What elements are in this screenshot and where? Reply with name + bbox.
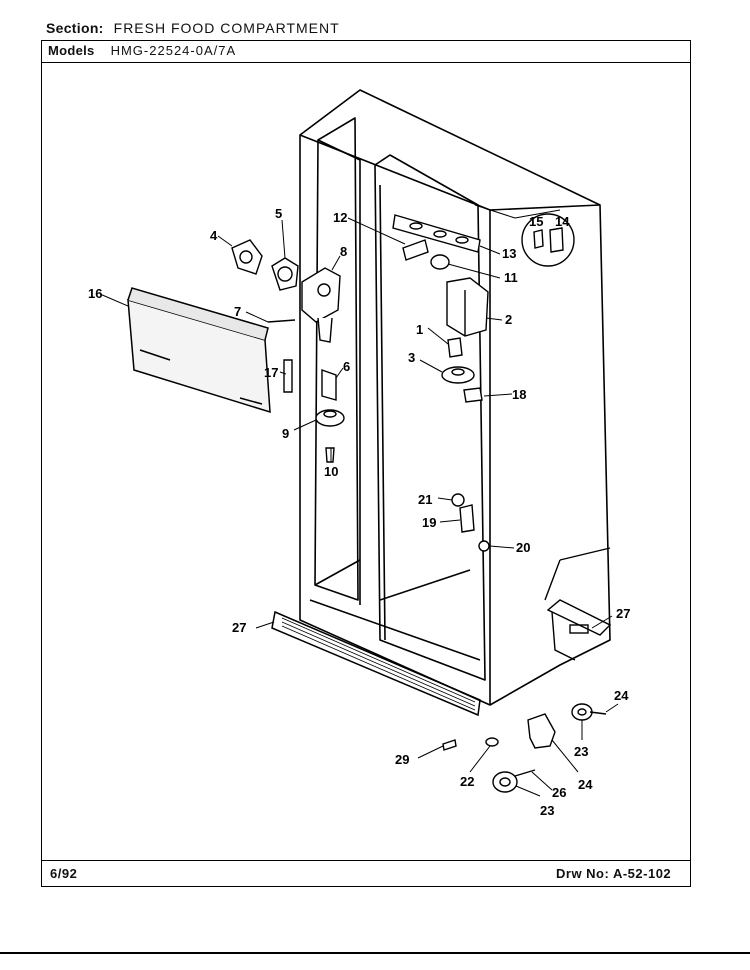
callout-9: 9 bbox=[282, 426, 289, 441]
small-parts bbox=[231, 213, 607, 793]
section-value: FRESH FOOD COMPARTMENT bbox=[113, 20, 340, 36]
callout-25: 24 bbox=[614, 688, 629, 703]
models-heading: Models HMG-22524-0A/7A bbox=[48, 43, 236, 58]
callout-18: 18 bbox=[512, 387, 526, 402]
page-bottom-rule bbox=[0, 952, 750, 954]
callout-8: 8 bbox=[340, 244, 347, 259]
callout-labels: 4 5 8 12 13 15 14 11 2 1 3 18 16 7 17 6 … bbox=[88, 206, 630, 818]
models-label: Models bbox=[48, 43, 95, 58]
callout-26: 26 bbox=[552, 785, 566, 800]
callout-23-upper: 23 bbox=[574, 744, 588, 759]
toe-grille bbox=[271, 610, 481, 717]
callout-13: 13 bbox=[502, 246, 516, 261]
diagram-frame bbox=[41, 40, 691, 887]
callout-2: 2 bbox=[505, 312, 512, 327]
callout-14: 14 bbox=[555, 214, 570, 229]
callout-5: 5 bbox=[275, 206, 282, 221]
callout-3: 3 bbox=[408, 350, 415, 365]
callout-17: 17 bbox=[264, 365, 278, 380]
callout-19: 19 bbox=[422, 515, 436, 530]
callout-16: 16 bbox=[88, 286, 102, 301]
callout-23-lower: 23 bbox=[540, 803, 554, 818]
drawing-number: Drw No: A-52-102 bbox=[556, 866, 672, 881]
section-heading: Section: FRESH FOOD COMPARTMENT bbox=[46, 20, 340, 36]
callout-24: 24 bbox=[578, 777, 593, 792]
callout-10: 10 bbox=[324, 464, 338, 479]
header-divider bbox=[41, 62, 691, 63]
callout-29: 29 bbox=[395, 752, 409, 767]
callout-21: 21 bbox=[418, 492, 432, 507]
callout-12: 12 bbox=[333, 210, 347, 225]
callout-20: 20 bbox=[516, 540, 530, 555]
callout-15: 15 bbox=[529, 214, 543, 229]
left-liner bbox=[314, 117, 359, 601]
callout-22: 22 bbox=[460, 774, 474, 789]
callout-7: 7 bbox=[234, 304, 241, 319]
crisper-cover bbox=[127, 287, 271, 414]
footer-divider bbox=[41, 860, 691, 861]
right-liner bbox=[374, 154, 486, 681]
callout-28: 27 bbox=[232, 620, 246, 635]
callout-1: 1 bbox=[416, 322, 423, 337]
callout-6: 6 bbox=[343, 359, 350, 374]
cabinet-outline bbox=[299, 89, 611, 706]
section-label: Section: bbox=[46, 20, 104, 36]
frame-rail-section bbox=[544, 547, 612, 661]
footer-date: 6/92 bbox=[50, 866, 78, 881]
callout-11: 11 bbox=[504, 270, 518, 285]
callout-27: 27 bbox=[616, 606, 630, 621]
models-value: HMG-22524-0A/7A bbox=[110, 43, 237, 58]
callout-4: 4 bbox=[210, 228, 218, 243]
